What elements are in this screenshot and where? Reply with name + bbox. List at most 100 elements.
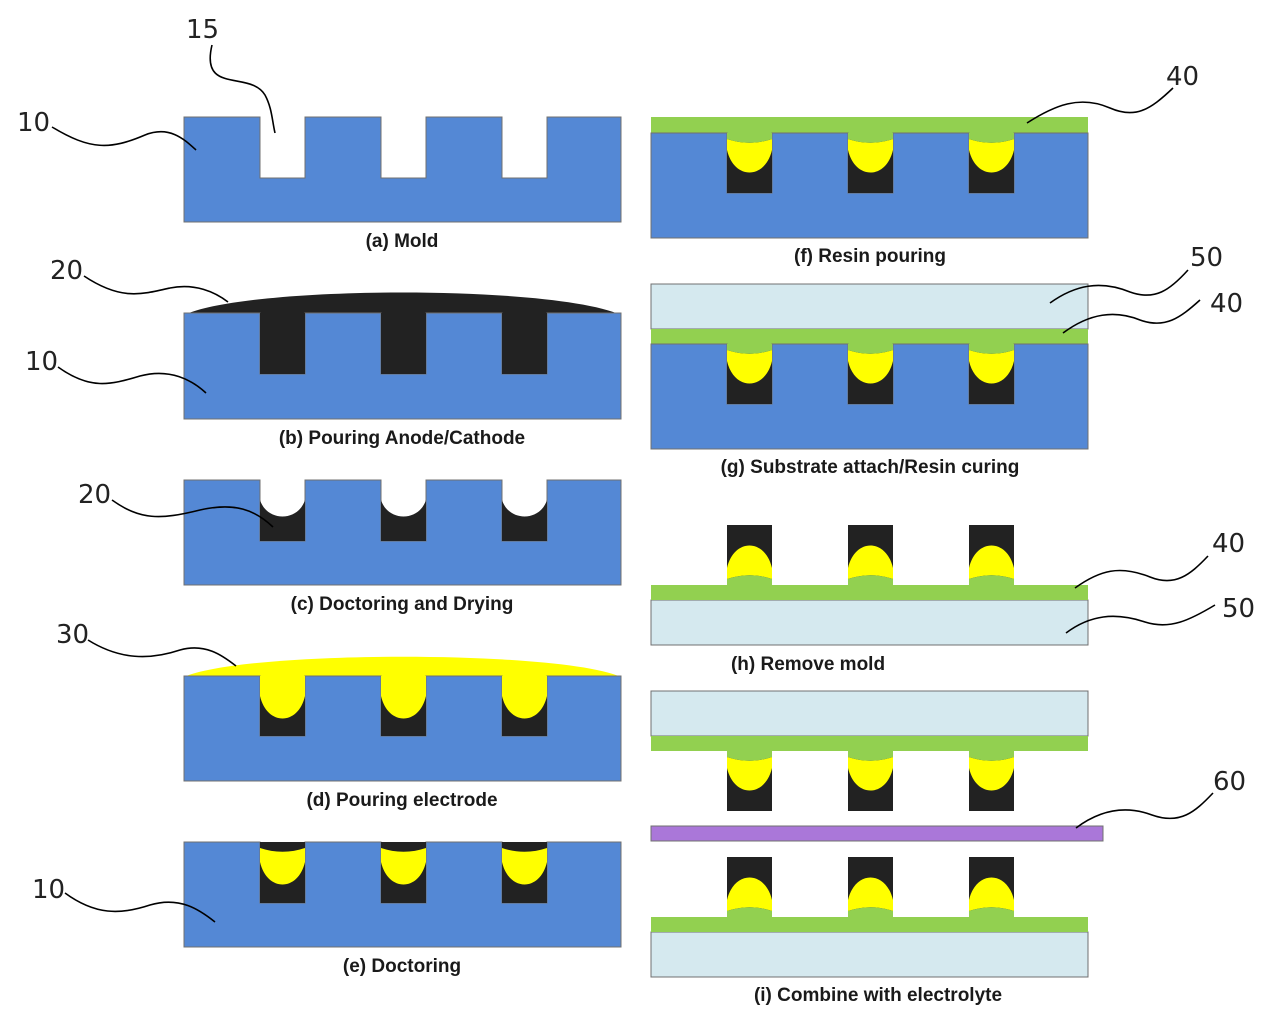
electrode-fill (969, 757, 1014, 791)
panel-b: 20 10 (b) Pouring Anode/Cathode (25, 256, 622, 449)
resin-layer (651, 329, 1088, 344)
panel-caption: (i) Combine with electrolyte (754, 985, 1002, 1006)
resin-dip (969, 751, 1014, 761)
leader-line (1049, 269, 1189, 304)
resin-dip (848, 344, 893, 354)
leader-line (57, 366, 207, 394)
substrate (650, 599, 1089, 646)
resin-dip (969, 344, 1014, 354)
ref-label-50: 50 (1190, 243, 1223, 273)
resin-bump (848, 907, 893, 917)
leader-line (51, 126, 197, 151)
panel-caption: (e) Doctoring (343, 956, 461, 977)
electrode-fill (727, 139, 772, 173)
leader-line (111, 499, 274, 528)
panel-d: 30 (d) Pouring electrode (56, 620, 622, 811)
panel-e: 10 (e) Doctoring (32, 841, 622, 977)
electrode-fill (502, 676, 547, 719)
panel-caption: (a) Mold (366, 231, 439, 252)
electrode-fill (260, 676, 305, 719)
electrode-fill (848, 757, 893, 791)
resin-dip (969, 133, 1014, 143)
resin-dip (727, 344, 772, 354)
electrode-fill (969, 350, 1014, 384)
anode-fill (260, 313, 305, 374)
panel-h: 40 50 (h) Remove mold (650, 525, 1255, 675)
ref-label-20: 20 (78, 480, 111, 510)
leader-line (87, 639, 237, 667)
ref-label-40: 40 (1210, 289, 1243, 319)
electrode-fill (260, 848, 305, 885)
panel-g: 50 40 (g) Substrate attach/Resin curing (650, 243, 1243, 478)
resin-dip (727, 133, 772, 143)
anode-fill (502, 313, 547, 374)
anode-coating (502, 500, 547, 541)
leader-line (83, 275, 229, 303)
anode-slurry-dome (184, 292, 621, 315)
resin-dip (848, 133, 893, 143)
leader-line (1065, 604, 1216, 634)
electrode-fill (848, 877, 893, 911)
leader-line (1075, 792, 1214, 829)
resin-dip (848, 751, 893, 761)
resin-layer (651, 585, 1088, 600)
electrode-fill (502, 848, 547, 885)
panel-i: 60 (i) Combine with electrolyte (650, 690, 1246, 1006)
panel-caption: (c) Doctoring and Drying (291, 594, 514, 615)
electrode-fill (727, 350, 772, 384)
ref-label-20: 20 (50, 256, 83, 286)
resin-layer (651, 917, 1088, 932)
electrode-fill (969, 139, 1014, 173)
panel-c: 20 (c) Doctoring and Drying (78, 479, 622, 615)
ref-label-30: 30 (56, 620, 89, 650)
ref-label-10: 10 (25, 347, 58, 377)
electrode-fill (848, 350, 893, 384)
electrode-fill (727, 877, 772, 911)
ref-label-10: 10 (17, 108, 50, 138)
panel-a: 10 15 (a) Mold (17, 15, 622, 252)
electrode-fill (969, 877, 1014, 911)
electrode-fill (848, 139, 893, 173)
leader-line (64, 892, 216, 923)
resin-layer (651, 117, 1088, 133)
ref-label-60: 60 (1213, 767, 1246, 797)
leader-line (1026, 87, 1174, 124)
leader-line (209, 44, 276, 134)
leader-line (1074, 555, 1209, 589)
leader-line (1062, 299, 1201, 334)
electrode-fill (848, 545, 893, 579)
electrode-fill (381, 848, 426, 885)
electrode-fill (727, 545, 772, 579)
electrode-fill (727, 757, 772, 791)
ref-label-40: 40 (1212, 529, 1245, 559)
panel-f: 40 (f) Resin pouring (650, 62, 1199, 267)
panel-caption: (f) Resin pouring (794, 246, 946, 267)
electrode-fill (381, 676, 426, 719)
panel-caption: (h) Remove mold (731, 654, 885, 675)
panel-caption: (d) Pouring electrode (306, 790, 497, 811)
resin-bump (969, 907, 1014, 917)
substrate (650, 931, 1089, 978)
resin-bump (969, 575, 1014, 585)
panel-caption: (g) Substrate attach/Resin curing (721, 457, 1020, 478)
panel-caption: (b) Pouring Anode/Cathode (279, 428, 525, 449)
substrate (650, 690, 1089, 737)
ref-label-10: 10 (32, 875, 65, 905)
mold-body (183, 116, 622, 223)
resin-layer (651, 736, 1088, 751)
substrate (650, 283, 1089, 330)
resin-bump (727, 907, 772, 917)
ref-label-15: 15 (186, 15, 219, 45)
ref-label-40: 40 (1166, 62, 1199, 92)
ref-label-50: 50 (1222, 594, 1255, 624)
anode-coating (260, 500, 305, 541)
anode-coating (381, 500, 426, 541)
resin-dip (727, 751, 772, 761)
electrode-fill (969, 545, 1014, 579)
electrolyte-layer (650, 825, 1104, 842)
anode-fill (381, 313, 426, 374)
resin-bump (727, 575, 772, 585)
resin-bump (848, 575, 893, 585)
electrode-slurry-dome (184, 656, 621, 677)
